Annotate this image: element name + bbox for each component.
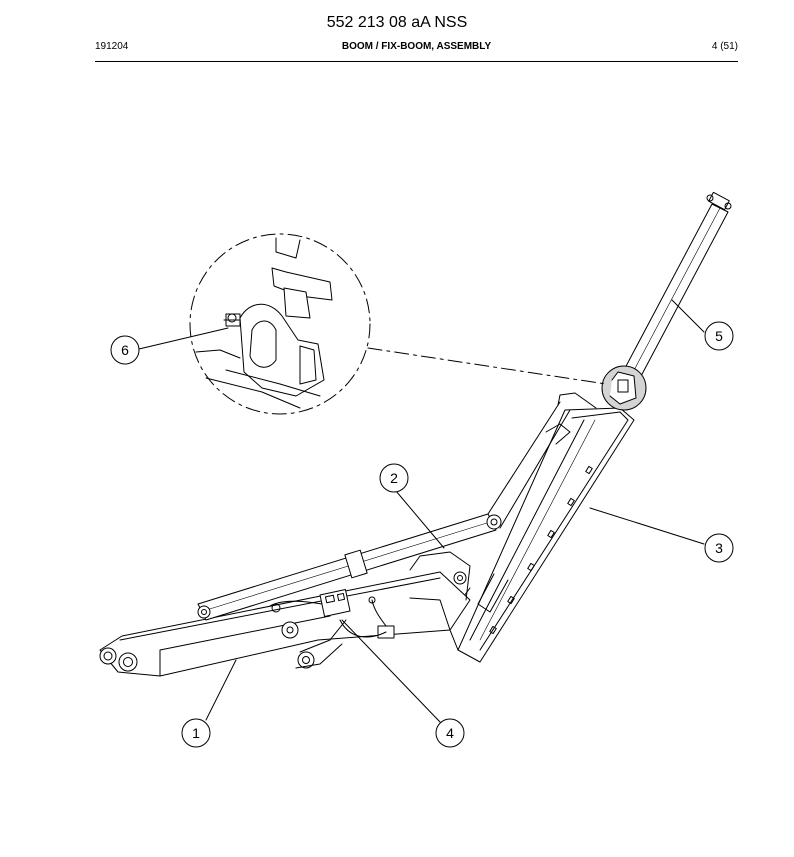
callout-3: 3 <box>704 533 734 563</box>
header-divider <box>95 61 738 62</box>
main-boom <box>99 551 471 677</box>
leader-line-1 <box>205 659 237 721</box>
page-number: 4 (51) <box>711 41 738 52</box>
leader-line-6 <box>138 327 229 350</box>
callout-4: 4 <box>435 718 465 748</box>
lift-cylinder <box>197 401 571 621</box>
callout-1: 1 <box>181 718 211 748</box>
document-number: 552 213 08 aA NSS <box>326 14 468 31</box>
svg-text:3: 3 <box>715 540 723 556</box>
leader-line-2 <box>395 490 445 549</box>
leader-line-3 <box>589 507 705 545</box>
extension-boom-section <box>623 191 732 379</box>
fix-boom-section <box>445 392 635 663</box>
callout-6: 6 <box>110 335 140 365</box>
callout-2: 2 <box>379 463 409 493</box>
date-code: 191204 <box>95 41 129 52</box>
page-header: 191204 BOOM / FIX-BOOM, ASSEMBLY 4 (51) <box>95 41 738 55</box>
svg-text:4: 4 <box>446 725 454 741</box>
page-title: BOOM / FIX-BOOM, ASSEMBLY <box>341 41 492 52</box>
svg-text:1: 1 <box>192 725 200 741</box>
svg-text:2: 2 <box>390 470 398 486</box>
hydraulic-valve-block <box>269 589 395 639</box>
leader-line-4 <box>341 619 441 723</box>
detail-view <box>189 233 371 415</box>
leader-line-5 <box>671 299 705 333</box>
svg-text:5: 5 <box>715 328 723 344</box>
svg-text:6: 6 <box>121 342 129 358</box>
detail-link-line <box>367 347 607 385</box>
callout-5: 5 <box>704 321 734 351</box>
